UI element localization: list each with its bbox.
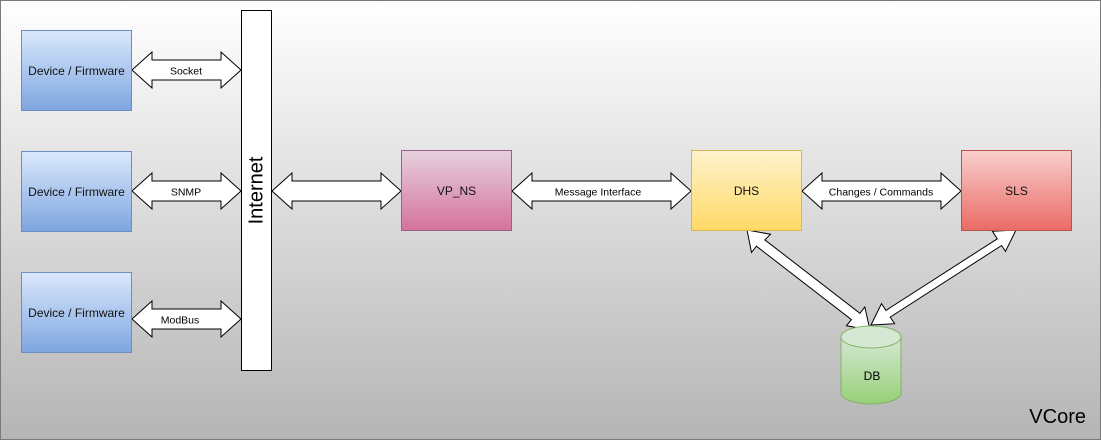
changes-commands-arrow: Changes / Commands — [801, 171, 962, 211]
dhs-db-arrow — [746, 229, 871, 331]
message-interface-arrow: Message Interface — [511, 171, 692, 211]
sls-label: SLS — [1005, 183, 1028, 198]
device-3-label: Device / Firmware — [28, 305, 125, 320]
modbus-label: ModBus — [161, 315, 200, 327]
device-firmware-3: Device / Firmware — [21, 272, 132, 353]
db-label: DB — [864, 369, 881, 383]
internet-bar: Internet — [241, 10, 272, 371]
changes-commands-label: Changes / Commands — [829, 187, 933, 199]
dhs-label: DHS — [733, 183, 760, 198]
device-1-label: Device / Firmware — [28, 63, 125, 78]
db-cylinder: DB — [840, 325, 902, 405]
sls-node: SLS — [961, 150, 1072, 231]
device-firmware-1: Device / Firmware — [21, 30, 132, 111]
vcore-label: VCore — [1029, 406, 1086, 428]
internet-label: Internet — [245, 156, 268, 225]
dhs-node: DHS — [691, 150, 802, 231]
device-firmware-2: Device / Firmware — [21, 151, 132, 232]
modbus-arrow: ModBus — [131, 299, 242, 339]
vp-ns-node: VP_NS — [401, 150, 512, 231]
device-2-label: Device / Firmware — [28, 184, 125, 199]
snmp-arrow: SNMP — [131, 171, 242, 211]
socket-label: Socket — [170, 66, 202, 78]
sls-db-arrow — [870, 229, 1017, 326]
vp-ns-label: VP_NS — [436, 183, 477, 198]
message-interface-label: Message Interface — [555, 187, 642, 199]
snmp-label: SNMP — [171, 187, 201, 199]
internet-vpns-arrow — [271, 171, 402, 211]
socket-arrow: Socket — [131, 50, 242, 90]
